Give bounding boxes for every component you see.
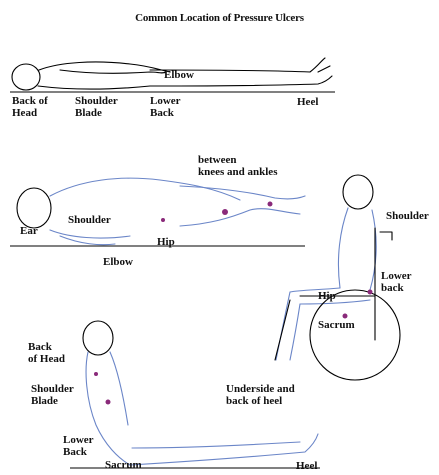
label-chair-lower-back: Lower back — [381, 270, 412, 294]
label-chair-heel: Underside and back of heel — [226, 383, 295, 407]
label-supine-shoulder-blade: Shoulder Blade — [75, 95, 118, 119]
label-recline-heel: Heel — [296, 460, 317, 472]
label-side-ear: Ear — [20, 225, 38, 237]
label-side-elbow: Elbow — [103, 256, 133, 268]
label-supine-heel: Heel — [297, 96, 318, 108]
label-recline-back-of-head: Back of Head — [28, 341, 65, 365]
label-side-between-knees-ankles: between knees and ankles — [198, 154, 277, 178]
label-supine-elbow: Elbow — [164, 69, 194, 81]
label-chair-shoulder: Shoulder — [386, 210, 429, 222]
label-supine-lower-back: Lower Back — [150, 95, 181, 119]
label-recline-sacrum: Sacrum — [105, 459, 142, 471]
label-recline-lower-back: Lower Back — [63, 434, 94, 458]
label-chair-hip: Hip — [318, 290, 336, 302]
label-chair-sacrum: Sacrum — [318, 319, 355, 331]
label-side-shoulder: Shoulder — [68, 214, 111, 226]
label-supine-back-of-head: Back of Head — [12, 95, 48, 119]
label-side-hip: Hip — [157, 236, 175, 248]
label-recline-shoulder-blade: Shoulder Blade — [31, 383, 74, 407]
